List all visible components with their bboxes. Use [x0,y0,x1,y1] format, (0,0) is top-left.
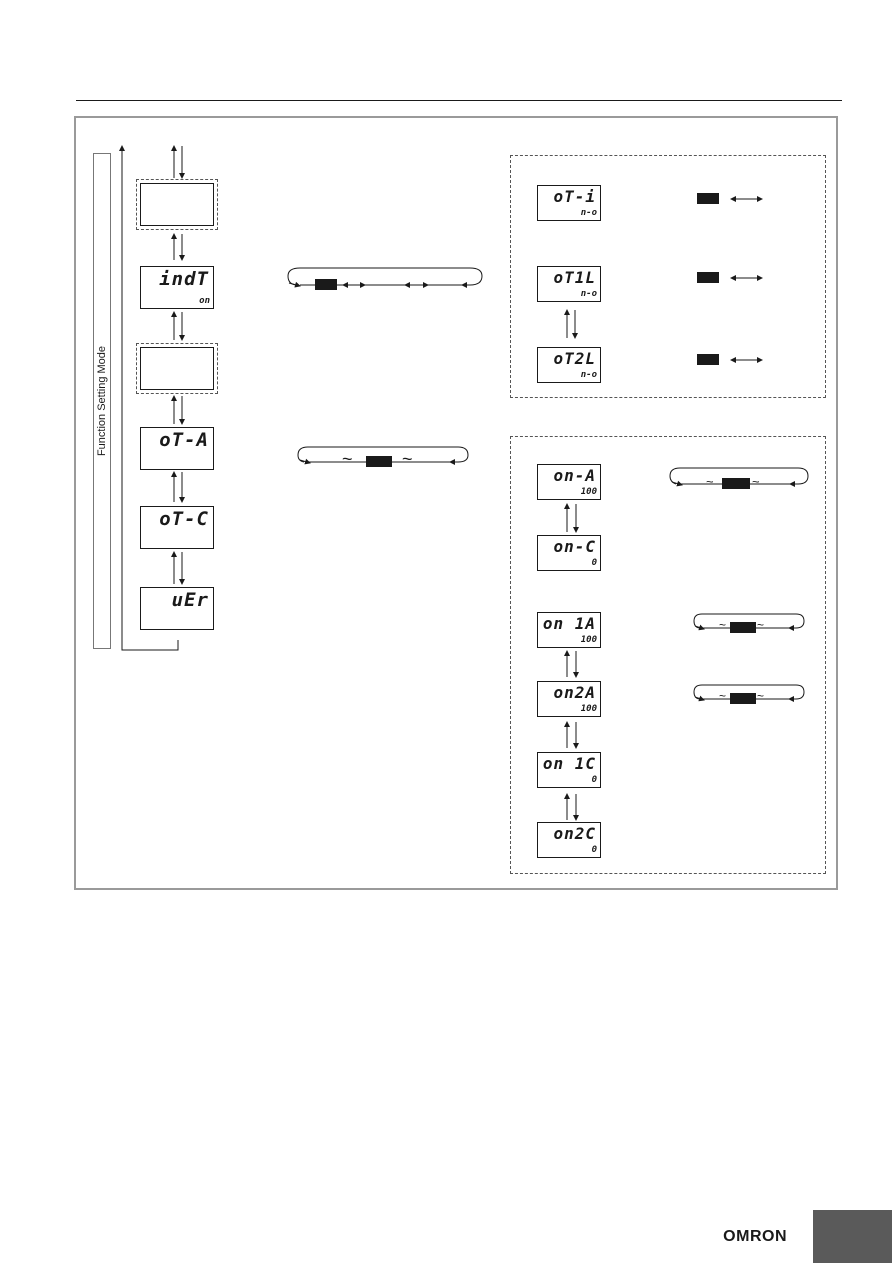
display-main-text: oT2L [553,349,596,368]
range-tilde: ~ [402,449,413,469]
selected-value-block [730,693,756,704]
display-on-a: on-A 100 [537,464,601,500]
display-sub-text: 100 [580,487,597,497]
selected-value-block [730,622,756,633]
range-tilde: ~ [757,689,765,703]
display-on2c: on2C 0 [537,822,601,858]
display-main-text: oT1L [553,268,596,287]
display-on1a: on 1A 100 [537,612,601,648]
display-sub-text: 0 [591,775,597,785]
display-blank-1 [136,179,218,230]
display-sub-text: 100 [580,704,597,714]
selected-value-block [697,272,719,283]
display-ot2l: oT2L n-o [537,347,601,383]
diagram-frame [74,116,838,890]
selected-value-block [697,193,719,204]
output-type-group [510,155,826,398]
display-ot-c: oT-C [140,506,214,549]
display-indt: indT on [140,266,214,309]
page-tab [813,1210,892,1263]
display-main-text: on2A [553,683,596,702]
display-uer: uEr [140,587,214,630]
range-tilde: ~ [342,449,353,469]
display-sub-text: n-o [580,208,597,218]
display-ot1l: oT1L n-o [537,266,601,302]
display-main-text: uEr [171,589,209,611]
range-tilde: ~ [752,474,760,489]
display-main-text: oT-A [159,429,209,451]
range-tilde: ~ [706,474,714,489]
range-tilde: ~ [719,618,727,632]
range-tilde: ~ [719,689,727,703]
display-sub-text: n-o [580,370,597,380]
selected-value-block [722,478,750,489]
display-on2a: on2A 100 [537,681,601,717]
display-main-text: on2C [553,824,596,843]
display-on-c: on-C 0 [537,535,601,571]
display-on1c: on 1C 0 [537,752,601,788]
display-main-text: on 1A [542,614,596,633]
range-tilde: ~ [757,618,765,632]
display-main-text: oT-C [159,508,209,530]
display-main-text: indT [159,268,209,290]
display-ot-i: oT-i n-o [537,185,601,221]
display-main-text: on-C [553,537,596,556]
display-sub-text: 0 [591,558,597,568]
display-main-text: oT-i [553,187,596,206]
display-sub-text: on [199,296,210,306]
output-setting-group [510,436,826,874]
display-main-text: on-A [553,466,596,485]
display-main-text: on 1C [542,754,596,773]
omron-logo: OMRON [723,1228,787,1245]
selected-value-block [697,354,719,365]
header-rule [76,100,842,101]
display-sub-text: n-o [580,289,597,299]
selected-value-block [366,456,392,467]
function-setting-mode-bar: Function Setting Mode [93,153,111,649]
display-ot-a: oT-A [140,427,214,470]
display-sub-text: 100 [580,635,597,645]
display-blank-2 [136,343,218,394]
display-sub-text: 0 [591,845,597,855]
selected-value-block [315,279,337,290]
